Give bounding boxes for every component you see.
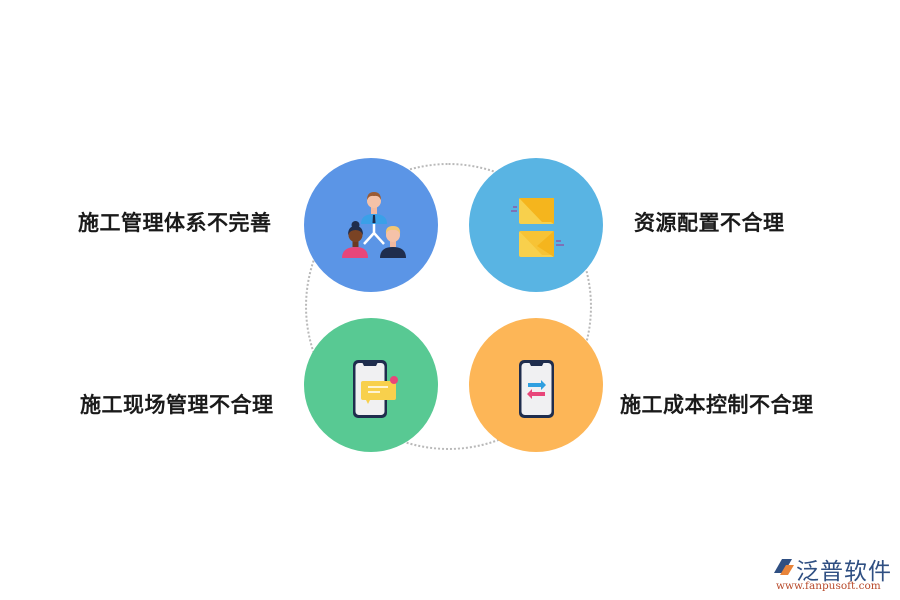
watermark-logo: 泛普软件 www.fanpusoft.com bbox=[768, 552, 898, 596]
fanpu-logo-icon bbox=[774, 559, 794, 575]
circle-management-system bbox=[304, 158, 438, 292]
label-resource-allocation: 资源配置不合理 bbox=[634, 211, 785, 235]
circle-cost-control bbox=[469, 318, 603, 452]
team-hierarchy-icon bbox=[342, 192, 406, 258]
label-site-management: 施工现场管理不合理 bbox=[80, 393, 274, 417]
watermark-name: 泛普软件 bbox=[796, 559, 892, 585]
circle-resource-allocation bbox=[469, 158, 603, 292]
watermark-url: www.fanpusoft.com bbox=[776, 580, 881, 592]
envelopes-icon bbox=[511, 198, 564, 257]
label-management-system: 施工管理体系不完善 bbox=[78, 211, 272, 235]
phone-message-icon bbox=[353, 360, 398, 418]
phone-transfer-icon bbox=[519, 360, 554, 418]
circle-site-management bbox=[304, 318, 438, 452]
label-cost-control: 施工成本控制不合理 bbox=[620, 393, 814, 417]
dotted-ring bbox=[305, 163, 592, 450]
